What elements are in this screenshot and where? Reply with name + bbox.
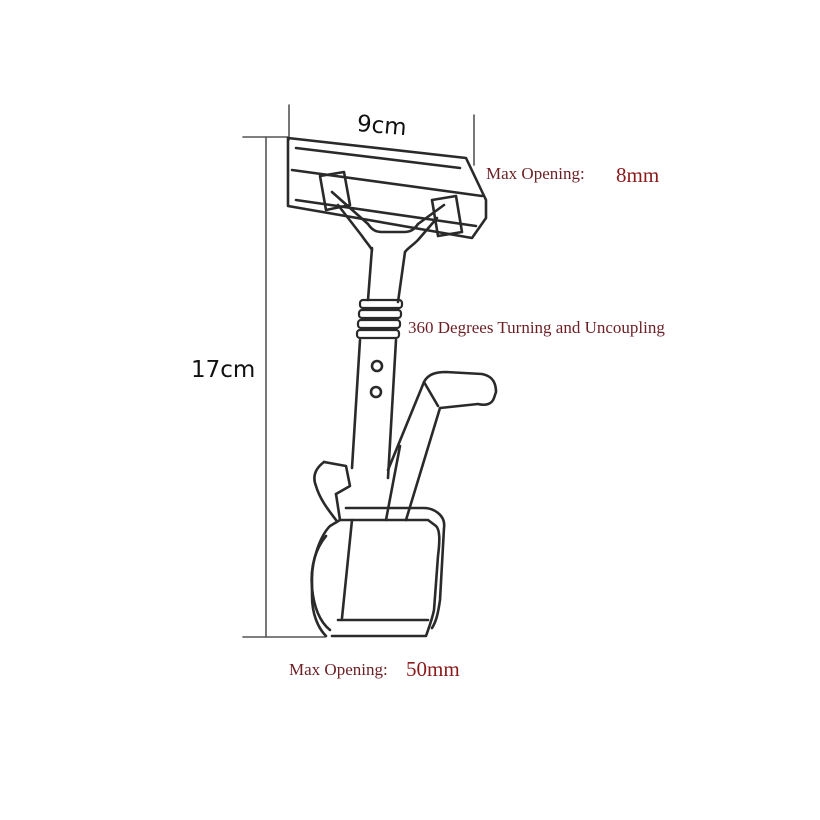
height-dimension-line: [242, 136, 326, 638]
shaft: [350, 338, 398, 480]
bottom-max-opening-label: Max Opening:: [289, 660, 388, 679]
swivel-rings: [355, 298, 404, 340]
top-max-opening-value: 8mm: [616, 163, 660, 187]
height-dimension-label: 17cm: [191, 357, 256, 383]
spring-arm: [384, 370, 498, 522]
width-dimension-line: [288, 104, 475, 166]
bottom-clip: [310, 460, 446, 638]
bottom-max-opening-value: 50mm: [406, 657, 460, 681]
neck: [366, 246, 407, 304]
top-clamp-head: [286, 136, 488, 240]
rotation-note: 360 Degrees Turning and Uncoupling: [408, 318, 665, 337]
top-max-opening-label: Max Opening:: [486, 164, 585, 183]
width-dimension-label: 9cm: [355, 111, 408, 142]
